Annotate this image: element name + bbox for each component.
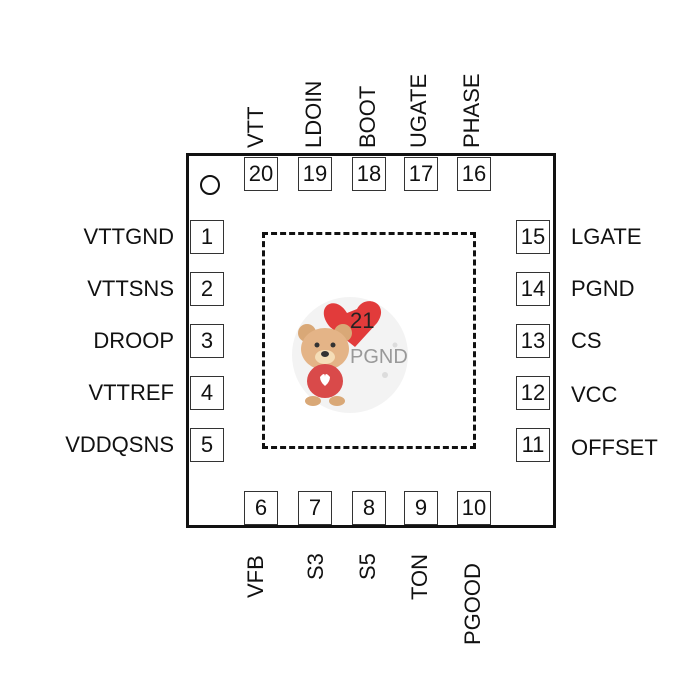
teddy-bear-heart-icon: [292, 297, 408, 413]
pin1-indicator-icon: [200, 175, 220, 195]
pin-pad-14: 14: [516, 272, 550, 306]
pin-label-8: S5: [355, 553, 380, 580]
pin-label-7: S3: [303, 553, 328, 580]
pin-label-14: PGND: [571, 276, 635, 301]
pin-label-12: VCC: [571, 382, 618, 407]
pin-pad-16: 16: [457, 157, 491, 191]
pin-pad-10: 10: [457, 491, 491, 525]
pin-label-15: LGATE: [571, 224, 642, 249]
pin-pad-8: 8: [352, 491, 386, 525]
pin-label-17: UGATE: [406, 73, 431, 148]
pin-pad-5: 5: [190, 428, 224, 462]
pin-label-19: LDOIN: [301, 80, 326, 148]
exposed-pad-label: PGND: [350, 346, 408, 368]
pin-pad-1: 1: [190, 220, 224, 254]
pin-label-13: CS: [571, 328, 602, 353]
pin-pad-20: 20: [244, 157, 278, 191]
pin-pad-18: 18: [352, 157, 386, 191]
pin-pad-11: 11: [516, 428, 550, 462]
pin-label-11: OFFSET: [571, 435, 658, 460]
pin-pad-7: 7: [298, 491, 332, 525]
pin-pad-4: 4: [190, 376, 224, 410]
pin-pad-15: 15: [516, 220, 550, 254]
pin-label-20: VTT: [243, 106, 268, 148]
exposed-pad-outline: [262, 232, 476, 449]
pin-label-4: VTTREF: [88, 380, 174, 405]
pin-pad-2: 2: [190, 272, 224, 306]
pin-label-9: TON: [407, 553, 432, 600]
pin-pad-17: 17: [404, 157, 438, 191]
pin-label-18: BOOT: [355, 85, 380, 148]
pin-pad-3: 3: [190, 324, 224, 358]
pin-label-16: PHASE: [459, 73, 484, 148]
pin-label-2: VTTSNS: [87, 276, 174, 301]
pin-label-1: VTTGND: [83, 224, 174, 249]
exposed-pad-number: 21: [350, 308, 375, 333]
pin-pad-12: 12: [516, 376, 550, 410]
pin-pad-19: 19: [298, 157, 332, 191]
pin-pad-9: 9: [404, 491, 438, 525]
pin-label-3: DROOP: [93, 328, 174, 353]
pin-pad-13: 13: [516, 324, 550, 358]
pin-label-6: VFB: [243, 555, 268, 598]
pin-label-5: VDDQSNS: [65, 432, 174, 457]
pin-pad-6: 6: [244, 491, 278, 525]
pin-label-10: PGOOD: [460, 563, 485, 645]
